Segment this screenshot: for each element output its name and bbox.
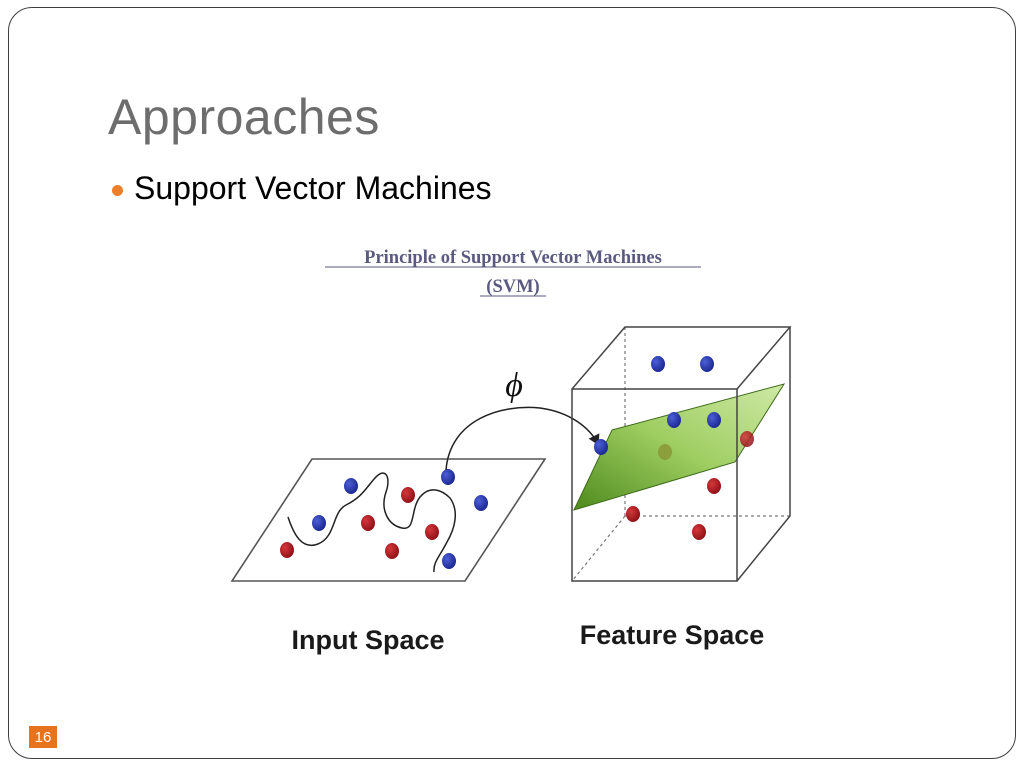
feature-point-olive xyxy=(658,444,672,460)
feature-space-points xyxy=(594,356,754,540)
input-point-blue xyxy=(474,495,488,511)
decision-curve-icon xyxy=(287,472,457,573)
input-space-label: Input Space xyxy=(291,625,444,655)
input-point-red xyxy=(425,524,439,540)
input-point-blue xyxy=(441,469,455,485)
feature-point-blue xyxy=(651,356,665,372)
page-number: 16 xyxy=(29,726,57,748)
diagram-heading-line2: (SVM) xyxy=(486,277,539,297)
input-point-red xyxy=(280,542,294,558)
feature-cube-edges xyxy=(571,326,792,582)
svm-diagram: Principle of Support Vector Machines (SV… xyxy=(230,248,792,655)
feature-point-red xyxy=(740,431,754,447)
input-point-red xyxy=(385,543,399,559)
mapping-symbol: ϕ xyxy=(505,367,523,404)
diagram-heading-line1: Principle of Support Vector Machines xyxy=(364,248,662,268)
feature-space-label: Feature Space xyxy=(580,620,765,650)
bullet-item: Support Vector Machines xyxy=(112,170,492,207)
bullet-text: Support Vector Machines xyxy=(134,170,492,206)
slide-title: Approaches xyxy=(108,89,380,145)
feature-point-red xyxy=(707,478,721,494)
feature-point-blue xyxy=(594,439,608,455)
feature-point-blue xyxy=(707,412,721,428)
input-point-red xyxy=(401,487,415,503)
curved-arrow-icon xyxy=(445,406,600,471)
input-point-blue xyxy=(344,478,358,494)
input-point-blue xyxy=(312,515,326,531)
bullet-dot-icon xyxy=(112,185,123,196)
input-point-blue xyxy=(442,553,456,569)
slide-frame xyxy=(8,7,1016,759)
feature-point-red xyxy=(692,524,706,540)
input-point-red xyxy=(361,515,375,531)
feature-point-blue xyxy=(667,412,681,428)
feature-point-blue xyxy=(700,356,714,372)
hyperplane-shape-icon xyxy=(573,383,786,511)
input-space-points xyxy=(280,469,488,569)
feature-point-red xyxy=(626,506,640,522)
